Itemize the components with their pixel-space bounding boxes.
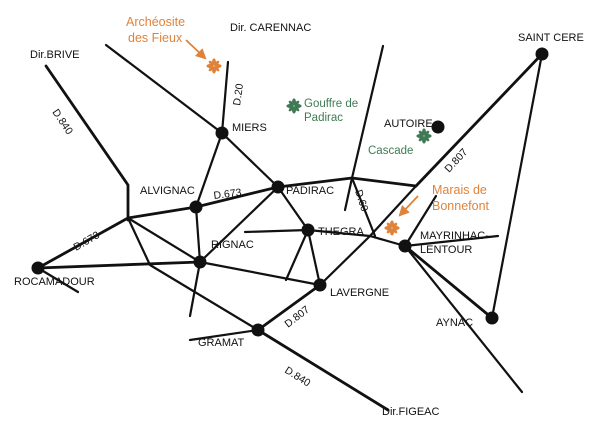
- label-mayrinhac-2: LENTOUR: [420, 244, 472, 256]
- road-gramat-southwest: [188, 328, 260, 342]
- label-saint-cere: SAINT CERE: [518, 32, 584, 44]
- town-markers: [31, 47, 549, 337]
- road-label-d807-north: D.807: [442, 146, 470, 175]
- pointer-arrows: [185, 39, 419, 217]
- road-miers-padirac: [220, 131, 280, 189]
- road-rignac-padirac: [198, 185, 280, 264]
- road-padirac-stub: [343, 176, 354, 212]
- road-saint-cere-aynac: [490, 52, 544, 320]
- road-thegra-lavergne: [306, 228, 322, 287]
- road-lavergne-east: [318, 234, 372, 287]
- label-miers: MIERS: [232, 122, 267, 134]
- road-mayrinhac-aynac: [403, 244, 494, 320]
- road-carennac-miers: [104, 43, 224, 135]
- road-mayrinhac-north: [403, 194, 438, 248]
- town-dot-icon-rocamadour: [31, 261, 45, 275]
- arrow-icon-marais: [398, 195, 419, 217]
- label-rignac: RIGNAC: [211, 239, 254, 251]
- road-label-d60: D.60: [352, 188, 370, 213]
- road-d673-west: [36, 216, 130, 270]
- label-gramat: GRAMAT: [198, 337, 245, 349]
- direction-figeac: Dir.FIGEAC: [382, 406, 440, 418]
- label-autoire: AUTOIRE: [384, 118, 433, 130]
- direction-carennac: Dir. CARENNAC: [230, 22, 311, 34]
- road-label-d840-north: D.840: [50, 107, 76, 137]
- label-aynac: AYNAC: [436, 317, 473, 329]
- road-padirac-thegra: [276, 185, 310, 232]
- road-d60: [350, 176, 377, 238]
- road-brive-junction: [44, 64, 130, 222]
- road-mayrinhac-east: [403, 234, 500, 248]
- road-junction-gramat: [126, 216, 260, 332]
- road-d807-south: [256, 283, 322, 332]
- town-dot-icon-padirac: [271, 180, 285, 194]
- town-dot-icon-alvignac: [189, 200, 203, 214]
- flower-icon-cascade: [416, 128, 432, 144]
- poi-label-archeosite-2: des Fieux: [128, 31, 183, 45]
- flower-icon-marais: [384, 220, 400, 236]
- road-d20: [220, 60, 230, 135]
- road-north-padirac: [350, 44, 385, 180]
- road-d807-north: [414, 52, 544, 188]
- town-dot-icon-autoire: [431, 120, 445, 134]
- road-rignac-lavergne: [198, 260, 322, 287]
- town-dot-icon-rignac: [193, 255, 207, 269]
- town-dot-icon-mayrinhac: [398, 239, 412, 253]
- poi-label-marais-1: Marais de: [432, 183, 487, 197]
- road-d673-east: [194, 185, 280, 209]
- road-d840-south: [256, 328, 390, 412]
- road-label-d673-east: D.673: [213, 187, 242, 202]
- flower-icon-archeosite: [206, 58, 222, 74]
- label-mayrinhac-1: MAYRINHAC-: [420, 230, 489, 242]
- road-label-d673-west: D.673: [72, 229, 102, 253]
- town-dot-icon-gramat: [251, 323, 265, 337]
- poi-label-cascade: Cascade: [368, 145, 413, 157]
- poi-label-archeosite-1: Archéosite: [126, 15, 185, 29]
- label-rocamadour: ROCAMADOUR: [14, 276, 95, 288]
- road-thegra-west: [243, 228, 310, 234]
- arrow-icon-archeosite: [185, 39, 207, 60]
- label-thegra: THEGRA: [318, 226, 365, 238]
- road-miers-alvignac: [194, 131, 224, 209]
- road-label-d20: D.20: [231, 83, 246, 107]
- road-rocamadour-rignac: [36, 260, 202, 270]
- road-network: [36, 43, 544, 412]
- town-dot-icon-saint-cere: [535, 47, 549, 61]
- direction-brive: Dir.BRIVE: [30, 49, 80, 61]
- label-alvignac: ALVIGNAC: [140, 185, 195, 197]
- label-lavergne: LAVERGNE: [330, 287, 389, 299]
- road-rocamadour-south: [36, 266, 80, 294]
- town-dot-icon-miers: [215, 126, 229, 140]
- road-junction-rignac: [126, 216, 202, 264]
- road-thegra-southwest: [284, 228, 310, 282]
- poi-label-marais-2: Bonnefont: [432, 199, 490, 213]
- poi-label-gouffre-2: Padirac: [304, 112, 343, 124]
- town-dot-icon-aynac: [485, 311, 499, 325]
- road-label-d840-south: D.840: [282, 364, 312, 389]
- poi-label-gouffre-1: Gouffre de: [304, 98, 358, 110]
- label-padirac: PADIRAC: [286, 185, 334, 197]
- town-dot-icon-thegra: [301, 223, 315, 237]
- road-junction-alvignac: [126, 205, 198, 220]
- flower-icon-gouffre: [286, 98, 302, 114]
- road-mayrinhac-south: [403, 244, 524, 394]
- town-dot-icon-lavergne: [313, 278, 327, 292]
- road-thegra-east: [368, 184, 418, 238]
